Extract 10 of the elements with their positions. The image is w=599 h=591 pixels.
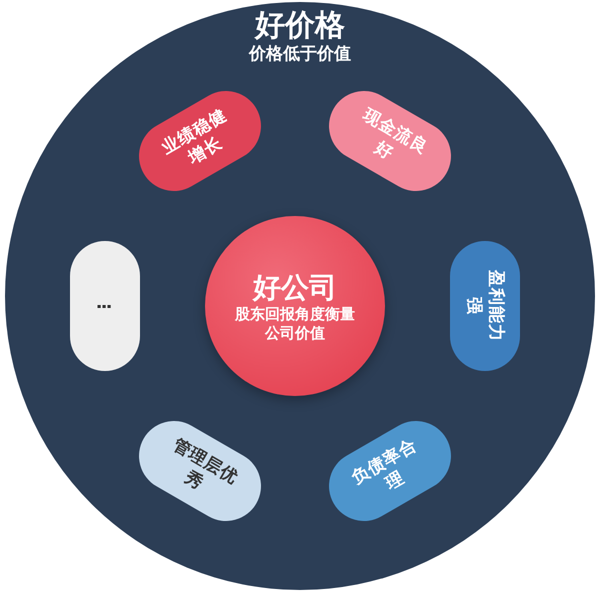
segment-label: ⋮: [94, 296, 116, 317]
segment-label: 业绩稳健增长: [157, 104, 232, 171]
title-text: 好价格: [255, 8, 345, 44]
segment-label: 现金流良好: [358, 104, 433, 166]
segment-label: 盈利能力强: [463, 268, 508, 344]
center-title: 好公司: [253, 270, 337, 305]
segment-label: 负债率合理: [347, 433, 422, 496]
center-subtitle: 股东回报角度衡量公司价值: [234, 304, 356, 342]
subtitle-text: 价格低于价值: [249, 44, 351, 64]
segment-label: 管理层优秀: [168, 433, 243, 496]
